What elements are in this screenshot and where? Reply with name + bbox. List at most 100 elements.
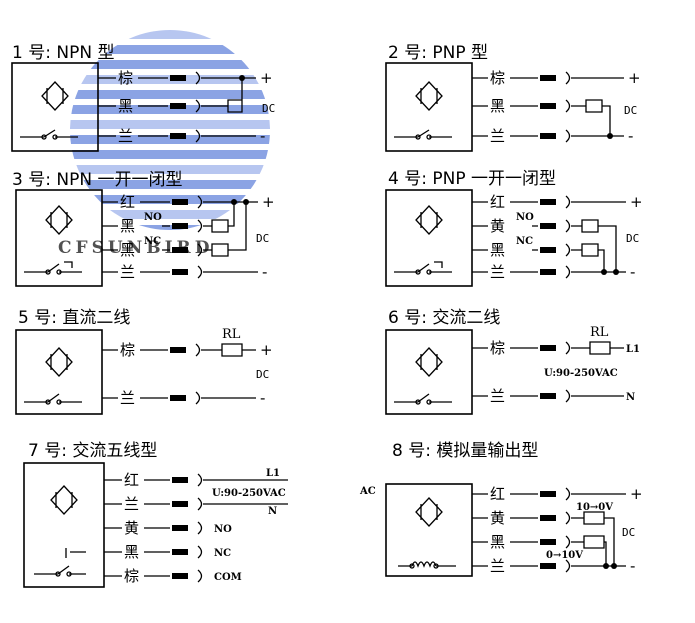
wire-label: 黑 — [120, 241, 135, 259]
sensor-symbol-icon — [45, 347, 73, 377]
terminal-minus: - — [260, 127, 265, 145]
terminal-plus: + — [630, 193, 643, 211]
contact-label: NC — [516, 236, 533, 247]
panel-5: 棕 兰 RL + - DC — [15, 327, 273, 415]
terminal-minus: - — [630, 557, 635, 575]
wire-label: 兰 — [490, 387, 505, 405]
wire-label: 黄 — [490, 217, 505, 235]
wire-label: 兰 — [120, 389, 135, 407]
sensor-box — [385, 189, 473, 287]
wire-label: 黑 — [490, 533, 505, 551]
watermark-text: CFSUNBIRD — [58, 238, 213, 258]
wire-label: 黑 — [124, 543, 139, 561]
terminal-plus: + — [260, 69, 273, 87]
terminal-plus: + — [260, 341, 273, 359]
wire-label: 黄 — [490, 509, 505, 527]
wire-label: 红 — [120, 193, 135, 211]
wire-label: 黑 — [118, 97, 133, 115]
sensor-box — [385, 329, 473, 415]
wire-label: 棕 — [490, 339, 505, 357]
supply-label: DC — [262, 102, 275, 115]
panel-2: 棕 黑 兰 + - DC — [385, 62, 641, 152]
terminal-minus: - — [262, 263, 267, 281]
wire-label: 兰 — [120, 263, 135, 281]
sensor-box — [23, 462, 105, 588]
coil-icon — [398, 561, 456, 568]
terminal-plus: + — [628, 69, 641, 87]
panel-title-6: 6 号: 交流二线 — [388, 308, 500, 328]
supply-label: DC — [624, 104, 637, 117]
terminal-nc: NC — [214, 548, 231, 559]
sensor-symbol-icon — [415, 81, 443, 111]
range-label: 10→0V — [576, 502, 613, 513]
terminal-minus: - — [628, 127, 633, 145]
watermark-stripe — [70, 225, 270, 230]
supply-label: DC — [626, 232, 639, 245]
watermark-stripe — [70, 195, 270, 204]
panel-6: 棕 兰 RL L1 N U:90-250VAC — [385, 325, 640, 415]
supply-label: DC — [256, 232, 269, 245]
watermark-emblem: CFSUNBIRD — [58, 30, 270, 258]
panel-8: AC 红 黄 黑 兰 10→0V 0→10V + - DC — [359, 483, 643, 577]
terminal-l1: L1 — [266, 468, 280, 479]
watermark-stripe — [70, 210, 270, 219]
wire-label: 红 — [490, 485, 505, 503]
panel-7: 红 兰 黄 黑 棕 L1 N U:90-250VAC NO NC COM — [23, 462, 288, 588]
supply-label: U:90-250VAC — [544, 368, 618, 379]
terminal-com: COM — [214, 572, 242, 583]
watermark-stripe — [70, 60, 270, 69]
supply-label: DC — [622, 526, 635, 539]
switch-icon — [24, 261, 82, 273]
wire-label: 黑 — [490, 97, 505, 115]
sensor-symbol-icon — [415, 497, 443, 527]
switch-icon — [34, 548, 86, 575]
watermark-stripe — [70, 135, 270, 144]
sensor-box — [15, 189, 103, 287]
panel-title-3: 3 号: NPN 一开一闭型 — [12, 170, 182, 190]
panel-1: 棕 黑 兰 + - DC — [11, 62, 275, 152]
contact-label: NC — [144, 236, 161, 247]
terminal-n: N — [268, 506, 277, 517]
supply-label: U:90-250VAC — [212, 488, 286, 499]
sensor-box — [385, 483, 473, 577]
terminal-plus: + — [630, 485, 643, 503]
panel-title-8: 8 号: 模拟量输出型 — [392, 441, 538, 461]
switch-icon — [394, 393, 452, 403]
watermark-stripe — [70, 150, 270, 159]
sensor-symbol-icon — [45, 205, 73, 235]
watermark-stripe — [70, 180, 270, 189]
load-label: RL — [222, 327, 241, 342]
wire-label: 红 — [490, 193, 505, 211]
sensor-box — [11, 62, 99, 152]
watermark-stripe — [70, 120, 270, 129]
wire-label: 黑 — [490, 241, 505, 259]
sensor-symbol-icon — [415, 347, 443, 377]
wire-label: 棕 — [124, 567, 139, 585]
wire-label: 兰 — [118, 127, 133, 145]
wire-label: 兰 — [490, 263, 505, 281]
wire-label: 兰 — [490, 127, 505, 145]
contact-label: NO — [516, 212, 534, 223]
supply-label: DC — [256, 368, 269, 381]
wire-label: 兰 — [124, 495, 139, 513]
panel-title-1: 1 号: NPN 型 — [12, 43, 114, 63]
panel-title-4: 4 号: PNP 一开一闭型 — [388, 169, 556, 189]
watermark-stripe — [70, 165, 270, 174]
wire-label: 黑 — [120, 217, 135, 235]
terminal-n: N — [626, 392, 635, 403]
sensor-box — [385, 62, 473, 152]
watermark-stripe — [70, 90, 270, 99]
watermark-stripe — [70, 30, 270, 39]
panel-3: 红 黑 黑 兰 NO NC + - DC — [15, 189, 275, 287]
wire-label: 棕 — [118, 69, 133, 87]
terminal-minus: - — [630, 263, 635, 281]
panel-title-5: 5 号: 直流二线 — [18, 308, 130, 328]
switch-icon — [394, 261, 452, 273]
watermark-stripe — [70, 105, 270, 114]
switch-icon — [20, 129, 78, 138]
wire-label: 棕 — [490, 69, 505, 87]
terminal-l1: L1 — [626, 344, 640, 355]
load-label: RL — [590, 325, 609, 340]
panel-title-7: 7 号: 交流五线型 — [28, 441, 157, 461]
